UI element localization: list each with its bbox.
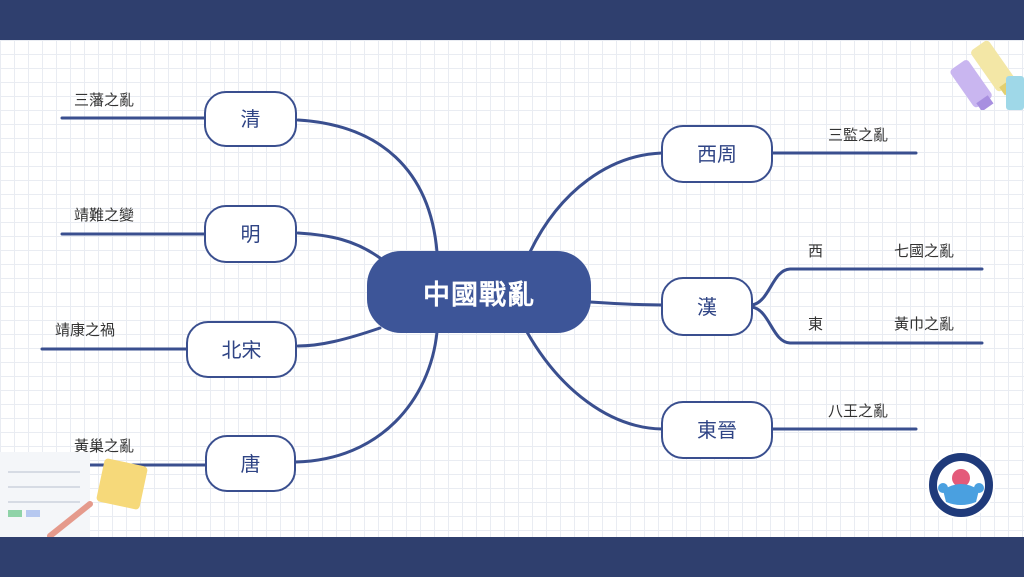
connector-beisong bbox=[296, 326, 382, 348]
leaf-sanfan: 三藩之亂 bbox=[74, 91, 135, 109]
node-xizhou: 西周 bbox=[661, 125, 773, 183]
node-label: 東晉 bbox=[697, 418, 737, 442]
node-label: 明 bbox=[240, 222, 261, 246]
center-title: 中國戰亂 bbox=[423, 279, 535, 311]
node-label: 北宋 bbox=[221, 337, 262, 362]
node-qing: 清 bbox=[204, 91, 297, 147]
leaf-bawang: 八王之亂 bbox=[828, 402, 889, 420]
node-ming: 明 bbox=[204, 205, 297, 263]
muscle-brain-badge-icon bbox=[927, 451, 995, 519]
connector-dongjin bbox=[525, 330, 664, 431]
node-beisong: 北宋 bbox=[186, 321, 297, 378]
label-dong: 東 bbox=[808, 315, 824, 333]
node-label: 清 bbox=[240, 107, 261, 131]
node-label: 西周 bbox=[697, 142, 737, 166]
connector-han-xi bbox=[750, 267, 984, 307]
connector-qing bbox=[296, 118, 439, 254]
bottom-band bbox=[0, 537, 1024, 577]
node-label: 漢 bbox=[697, 294, 717, 319]
leaf-sanjian: 三監之亂 bbox=[828, 126, 889, 144]
connector-xizhou bbox=[528, 151, 664, 254]
center-topic: 中國戰亂 bbox=[367, 251, 591, 333]
label-xi: 西 bbox=[808, 242, 824, 260]
leaf-jingkang: 靖康之禍 bbox=[55, 321, 116, 339]
notebook-sticky-notes-icon bbox=[0, 452, 148, 537]
node-label: 唐 bbox=[240, 451, 261, 476]
leaf-qiguo: 七國之亂 bbox=[894, 242, 955, 260]
leaf-huangchao: 黃巢之亂 bbox=[74, 437, 135, 455]
leaf-huangjin: 黃巾之亂 bbox=[894, 315, 955, 333]
node-tang: 唐 bbox=[205, 435, 296, 492]
top-band bbox=[0, 0, 1024, 40]
node-dongjin: 東晉 bbox=[661, 401, 773, 459]
node-han: 漢 bbox=[661, 277, 753, 336]
leaf-jingnan: 靖難之變 bbox=[74, 206, 135, 224]
connector-han bbox=[588, 300, 664, 307]
connector-tang bbox=[294, 330, 439, 464]
mind-map-canvas: 中國戰亂 清 明 北宋 唐 西周 漢 東晉 三藩之亂 靖難之變 靖康之禍 黃巢之… bbox=[0, 40, 1024, 537]
highlighter-pens-icon bbox=[950, 40, 1024, 110]
connector-ming bbox=[296, 231, 382, 260]
connector-han-dong bbox=[750, 305, 984, 345]
